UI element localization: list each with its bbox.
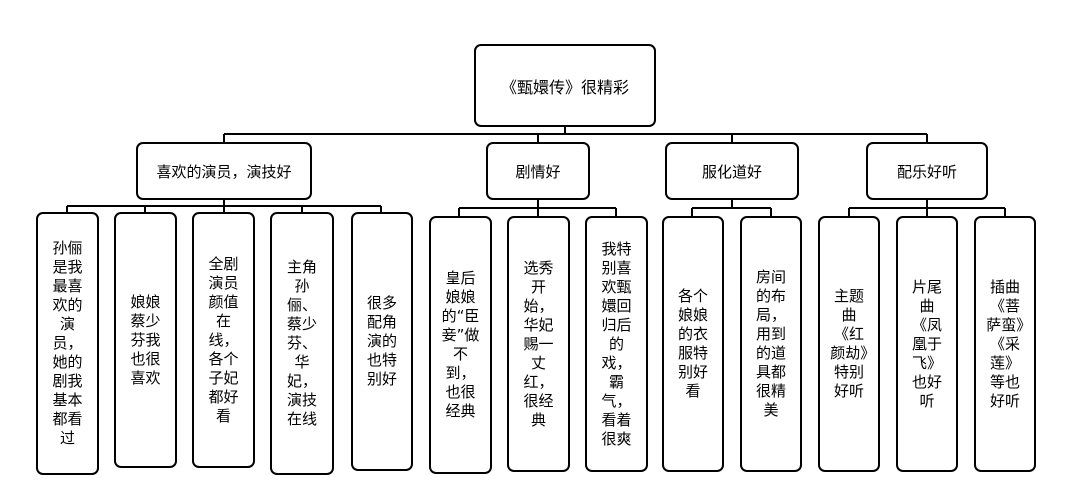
leaf-label: 主题曲《红颜劫》特别好听 xyxy=(830,287,868,400)
category-label: 喜欢的演员，演技好 xyxy=(156,162,292,181)
leaf-node: 主题曲《红颜劫》特别好听 xyxy=(818,216,880,472)
leaf-label: 主角孙俪、蔡少芬、华妃，演技在线 xyxy=(286,258,317,428)
leaf-label: 选秀开始，华妃赐一丈红，很经典 xyxy=(523,258,554,429)
leaf-node: 娘娘蔡少芬我也很喜欢 xyxy=(114,212,177,468)
root-node: 《甄嬛传》很精彩 xyxy=(474,44,656,127)
leaf-node: 主角孙俪、蔡少芬、华妃，演技在线 xyxy=(270,212,334,475)
leaf-label: 插曲《菩萨蛮》《采莲》等也好听 xyxy=(986,277,1024,410)
leaf-label: 我特别喜欢甄嬛回归后的戏，霸气，看着很爽 xyxy=(601,239,632,448)
leaf-label: 各个娘娘的衣服特别好看 xyxy=(677,287,708,400)
category-label: 剧情好 xyxy=(515,162,561,181)
category-label: 服化道好 xyxy=(701,162,762,181)
leaf-node: 插曲《菩萨蛮》《采莲》等也好听 xyxy=(974,216,1036,472)
leaf-node: 皇后娘娘的“臣妾”做不到，也很经典 xyxy=(429,216,492,474)
category-plot: 剧情好 xyxy=(486,142,590,200)
root-label: 《甄嬛传》很精彩 xyxy=(500,77,629,97)
leaf-label: 孙俪是我最喜欢的演员，她的剧我基本都看过 xyxy=(52,239,83,447)
leaf-label: 皇后娘娘的“臣妾”做不到，也很经典 xyxy=(441,269,480,420)
leaf-node: 孙俪是我最喜欢的演员，她的剧我基本都看过 xyxy=(36,212,99,475)
leaf-node: 房间的布局，用到的道具都很精美 xyxy=(740,216,802,472)
leaf-node: 片尾曲《凤凰于飞》也好听 xyxy=(896,216,958,472)
leaf-node: 选秀开始，华妃赐一丈红，很经典 xyxy=(507,216,570,472)
leaf-label: 房间的布局，用到的道具都很精美 xyxy=(755,268,786,419)
category-music: 配乐好听 xyxy=(866,142,988,200)
category-label: 配乐好听 xyxy=(896,162,957,181)
category-actors: 喜欢的演员，演技好 xyxy=(136,142,312,200)
leaf-node: 我特别喜欢甄嬛回归后的戏，霸气，看着很爽 xyxy=(585,216,648,472)
leaf-node: 很多配角演的也特别好 xyxy=(351,212,413,471)
leaf-label: 很多配角演的也特别好 xyxy=(366,294,397,388)
leaf-label: 片尾曲《凤凰于飞》也好听 xyxy=(911,277,942,410)
leaf-node: 各个娘娘的衣服特别好看 xyxy=(662,216,724,472)
category-costume: 服化道好 xyxy=(665,142,799,200)
leaf-label: 娘娘蔡少芬我也很喜欢 xyxy=(130,292,161,387)
leaf-node: 全剧演员颜值在线，各个子妃都好看 xyxy=(192,212,255,468)
leaf-label: 全剧演员颜值在线，各个子妃都好看 xyxy=(208,254,239,425)
